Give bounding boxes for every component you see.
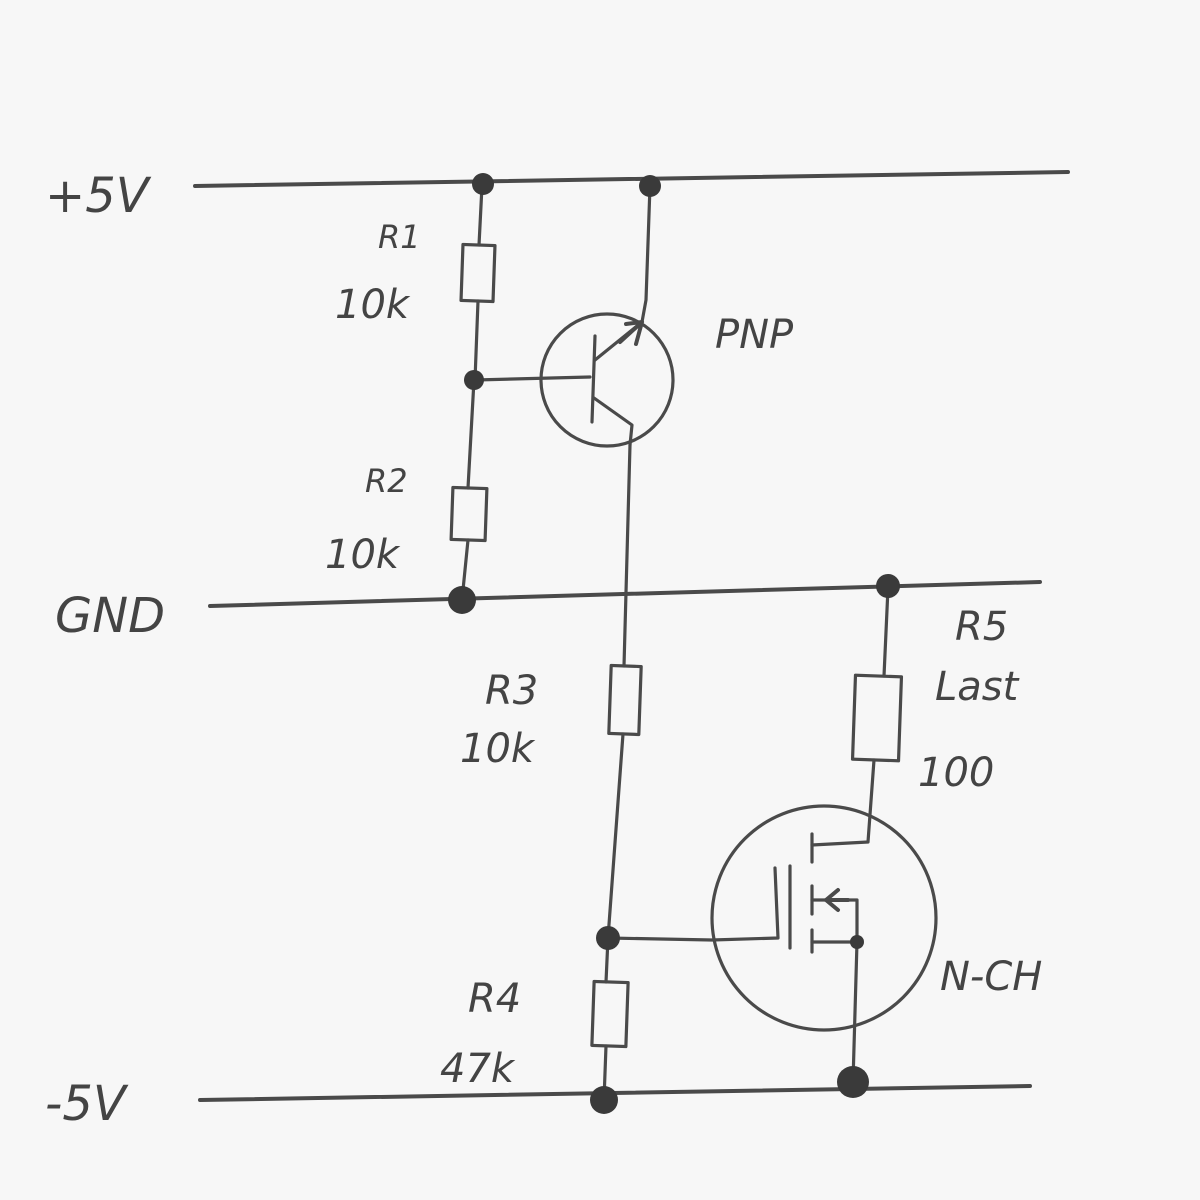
pnp-emitter-arrow: [618, 320, 644, 346]
junction-dot-gate-node: [596, 926, 620, 950]
divider-to-base-wire: [473, 375, 592, 382]
junction-dot-r2-gnd: [448, 586, 476, 614]
junction-dot-source-minus5v: [837, 1066, 869, 1098]
r5-top-lead: [882, 586, 890, 678]
junction-dot-source: [850, 935, 864, 949]
r3-body: [607, 663, 643, 737]
r2-value: 10k: [325, 532, 401, 578]
r3-name: R3: [485, 668, 538, 714]
r3-value: 10k: [460, 726, 536, 772]
junction-dot-r5-gnd: [876, 574, 900, 598]
nmos-transistor-body: [710, 804, 938, 1032]
r5-body: [850, 673, 904, 763]
r1-body: [459, 242, 497, 304]
pnp-collector-lead: [592, 396, 634, 447]
r1-name: R1: [378, 218, 421, 256]
r5-role: Last: [935, 664, 1020, 710]
r5-to-drain-wire: [810, 758, 876, 847]
pnp-transistor-body: [539, 312, 675, 448]
r2-body: [449, 485, 489, 543]
nmos-label: N-CH: [940, 954, 1042, 1000]
junction-dot-emitter-plus5v: [639, 175, 661, 197]
r2-name: R2: [365, 462, 408, 500]
r5-value: 100: [918, 750, 994, 796]
junction-dot-divider: [464, 370, 484, 390]
pnp-emitter-lead: [593, 184, 652, 362]
pnp-label: PNP: [715, 312, 794, 358]
gnd-label: GND: [55, 588, 165, 644]
r1-value: 10k: [335, 282, 411, 328]
junction-dot-r4-minus5v: [590, 1086, 618, 1114]
r4-body: [590, 979, 630, 1049]
r3-to-gate-node-wire: [606, 732, 625, 940]
collector-to-r3-wire: [622, 443, 632, 668]
r2-top-lead: [466, 378, 476, 490]
r1-top-lead: [477, 184, 484, 247]
nmos-source-to-rail-wire: [851, 940, 859, 1084]
plus5v-rail: [193, 170, 1070, 188]
r4-name: R4: [468, 976, 521, 1022]
gate-wire: [606, 866, 780, 942]
junction-dot-r1-plus5v: [472, 173, 494, 195]
r4-value: 47k: [440, 1046, 516, 1092]
plus5v-label: +5V: [45, 168, 152, 224]
r5-name: R5: [955, 604, 1008, 650]
nmos-arrow: [824, 888, 850, 912]
r1-bottom-lead: [473, 299, 480, 382]
minus5v-label: -5V: [45, 1076, 129, 1132]
pnp-base-bar: [590, 334, 597, 424]
